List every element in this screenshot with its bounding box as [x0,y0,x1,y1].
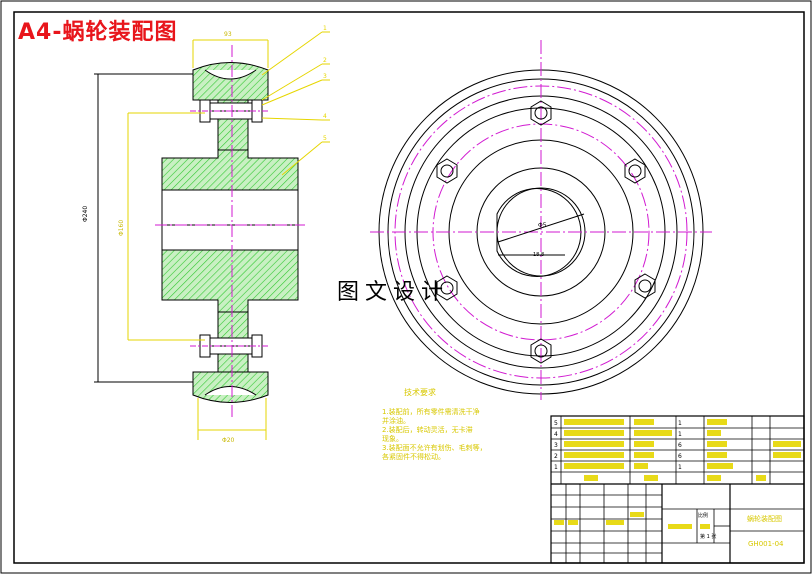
bolt-heads [436,100,656,364]
svg-text:1: 1 [323,25,327,32]
svg-text:3: 3 [323,73,327,80]
rim-top [192,62,269,101]
bore [161,189,299,251]
svg-text:5: 5 [554,420,558,427]
svg-text:6: 6 [678,442,682,449]
svg-text:1: 1 [678,420,682,427]
note-line: 现象。 [382,435,403,443]
dim-top-width: 93 [224,31,232,38]
page-title: A4-蜗轮装配图 [18,20,178,45]
front-view [370,40,712,400]
dim-bottom-width: Φ20 [222,437,235,444]
svg-text:6: 6 [678,453,682,460]
note-line: 各紧固件不得松动。 [382,453,445,461]
dim-key: 18.8 [533,252,545,258]
drawing-name: 蜗轮装配图 [747,515,782,523]
scale-label: 比例 [698,513,709,519]
hub-lower [161,249,299,313]
parts-list-text [554,419,801,529]
svg-text:3: 3 [554,442,558,449]
drawing-number: GH001-04 [748,540,784,548]
note-line: 并涂油。 [382,417,410,425]
title-block [550,415,805,564]
dim-inner-dia: Φ160 [118,219,125,236]
svg-text:1: 1 [678,464,682,471]
svg-text:1: 1 [554,464,558,471]
svg-text:4: 4 [554,431,558,438]
inner-frame [13,11,805,564]
notes-title: 技术要求 [404,388,436,397]
svg-text:5: 5 [323,135,327,142]
section-view: 1 2 3 4 5 [94,25,330,440]
note-line: 1.装配前，所有零件需清洗干净 [382,408,480,416]
note-line: 3.装配面不允许有划伤、毛刺等， [382,444,487,452]
keyed-bore [496,188,582,277]
sheet-label: 第 1 张 [700,534,717,540]
svg-text:1: 1 [678,431,682,438]
dim-outer-dia: Φ240 [82,205,89,222]
svg-text:2: 2 [554,453,558,460]
dim-bore: Φ5 [538,222,547,229]
svg-text:2: 2 [323,57,327,64]
notes-body: 1.装配前，所有零件需清洗干净 并涂油。 2.装配后，转动灵活，无卡滞 现象。 … [382,408,532,462]
hub-upper [161,149,299,191]
svg-text:4: 4 [323,113,327,120]
watermark: 图文设计 [337,280,450,305]
part-numbers: 5 4 3 2 1 1 1 6 6 1 [554,420,682,471]
note-line: 2.装配后，转动灵活，无卡滞 [382,426,473,434]
